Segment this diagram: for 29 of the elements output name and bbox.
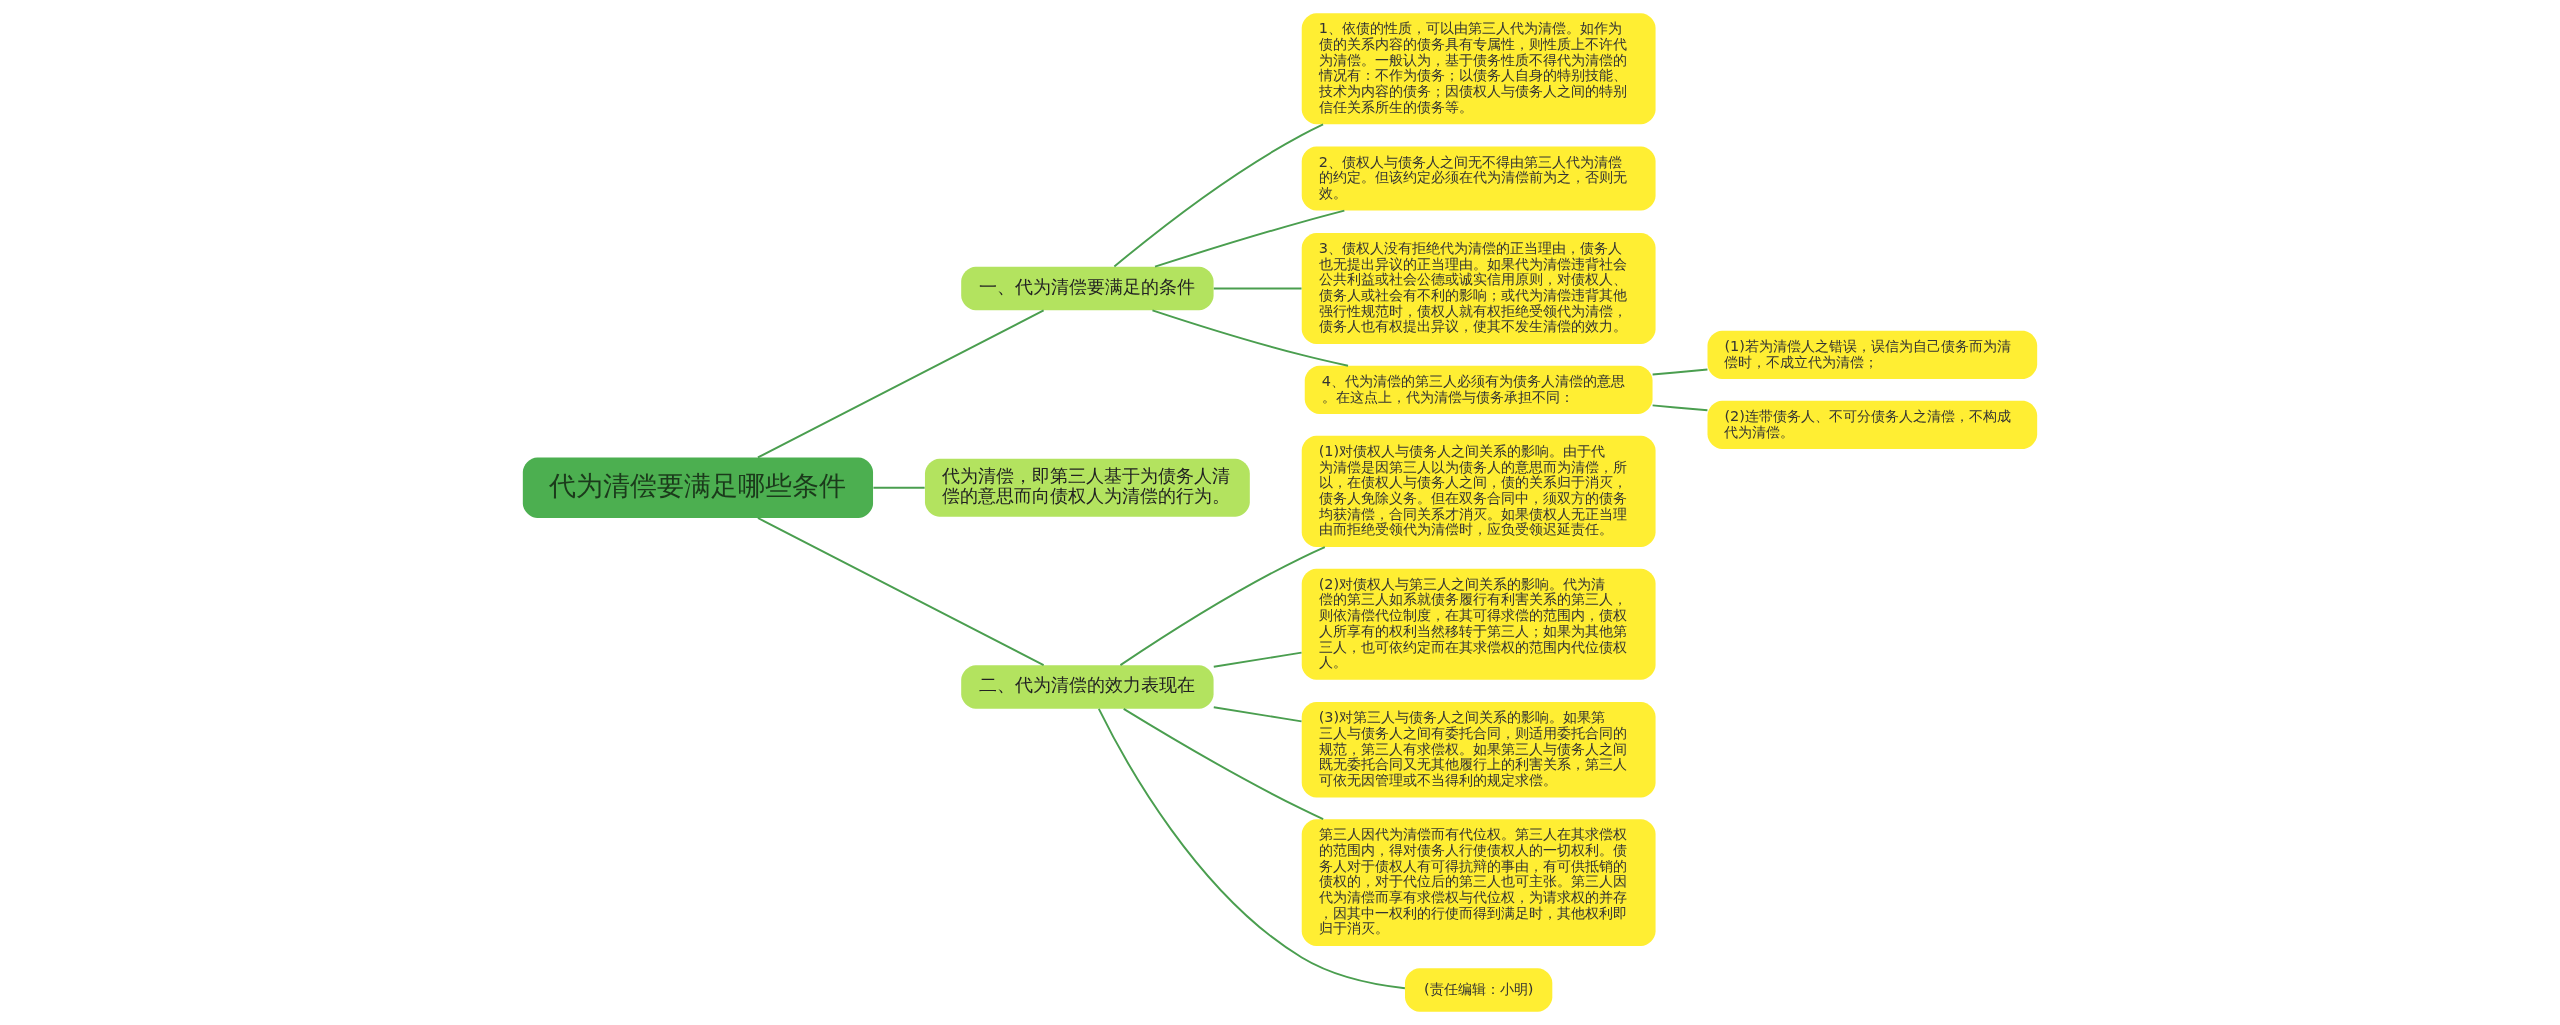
connector <box>1212 651 1303 668</box>
connector <box>1151 309 1349 367</box>
node-box: (1)对债权人与债务人之间关系的影响。由于代为清偿是因第三人以为债务人的意思而为清偿，所以，在债权人与债务人之间，债的关系归于消灭，债务人免除义务。但在双务合同中，须双方的债务均获清偿，合同关系才消灭。如果债权人无正当理由而拒绝受领代为清偿时，应负受领迟延责任。 <box>1301 435 1656 547</box>
connector <box>1119 546 1326 667</box>
node-box: 二、代为清偿的效力表现在 <box>961 665 1214 709</box>
node-box: (1)若为清偿人之错误，误信为自己债务而为清偿时，不成立代为清偿； <box>1707 330 2038 380</box>
connector <box>1212 706 1303 723</box>
node-box: 第三人因代为清偿而有代位权。第三人在其求偿权的范围内，得对债务人行使债权人的一切权利。债务人对于债权人有可得抗辩的事由，有可供抵销的债权的，对于代位后的第三人也可主张。第三人因代为清偿而享有求偿权与代位权，为请求权的并存，因其中一权利的行使而得到满足时，其他权利即归于消灭。 <box>1301 819 1656 947</box>
node-box: (2)对债权人与第三人之间关系的影响。代为清偿的第三人如系就债务履行有利害关系的第三人，则依清偿代位制度，在其可得求偿的范围内，债权人所享有的权利当然移转于第三人；如果为其他第三人，也可依约定而在其求偿权的范围内代位债权人。 <box>1301 568 1656 680</box>
node-box: 一、代为清偿要满足的条件 <box>961 266 1214 311</box>
connector <box>756 517 1045 667</box>
connector <box>756 309 1045 459</box>
node-box: 3、债权人没有拒绝代为清偿的正当理由，债务人也无提出异议的正当理由。如果代为清偿违背社会公共利益或社会公德或诚实信用原则，对债权人、债务人或社会有不利的影响；或代为清偿违背其他强行性规范时，债权人就有权拒绝受领代为清偿，债务人也有权提出异议，使其不发生清偿的效力。 <box>1301 232 1656 345</box>
node-box: (3)对第三人与债务人之间关系的影响。如果第三人与债务人之间有委托合同，则适用委托合同的规范，第三人有求偿权。如果第三人与债务人之间既无委托合同又无其他履行上的利害关系，第三人可依无因管理或不当得利的规定求偿。 <box>1301 702 1656 798</box>
connector <box>1651 404 1709 412</box>
connector <box>1122 707 1325 821</box>
connector <box>1212 287 1303 290</box>
node-box: 2、债权人与债务人之间无不得由第三人代为清偿的约定。但该约定必须在代为清偿前为之，否则无效。 <box>1301 146 1656 211</box>
node-box: (2)连带债务人、不可分债务人之清偿，不构成代为清偿。 <box>1707 400 2038 450</box>
node-box: (责任编辑：小明) <box>1405 968 1553 1012</box>
node-box: 代为清偿，即第三人基于为债务人清偿的意思而向债权人为清偿的行为。 <box>924 458 1250 517</box>
connector <box>1097 707 1406 990</box>
node-box: 1、依债的性质，可以由第三人代为清偿。如作为债的关系内容的债务具有专属性，则性质上不许代为清偿。一般认为，基于债务性质不得代为清偿的情况有：不作为债务；以债务人自身的特别技能、技术为内容的债务；因债权人与债务人之间的特别信任关系所生的债务等。 <box>1301 13 1656 125</box>
node-box: 代为清偿要满足哪些条件 <box>522 457 874 518</box>
connector <box>1154 209 1346 268</box>
connector <box>872 486 926 489</box>
connector <box>1651 368 1709 376</box>
node-box: 4、代为清偿的第三人必须有为债务人清偿的意思。在这点上，代为清偿与债务承担不同： <box>1304 365 1653 415</box>
connector <box>1113 123 1325 268</box>
